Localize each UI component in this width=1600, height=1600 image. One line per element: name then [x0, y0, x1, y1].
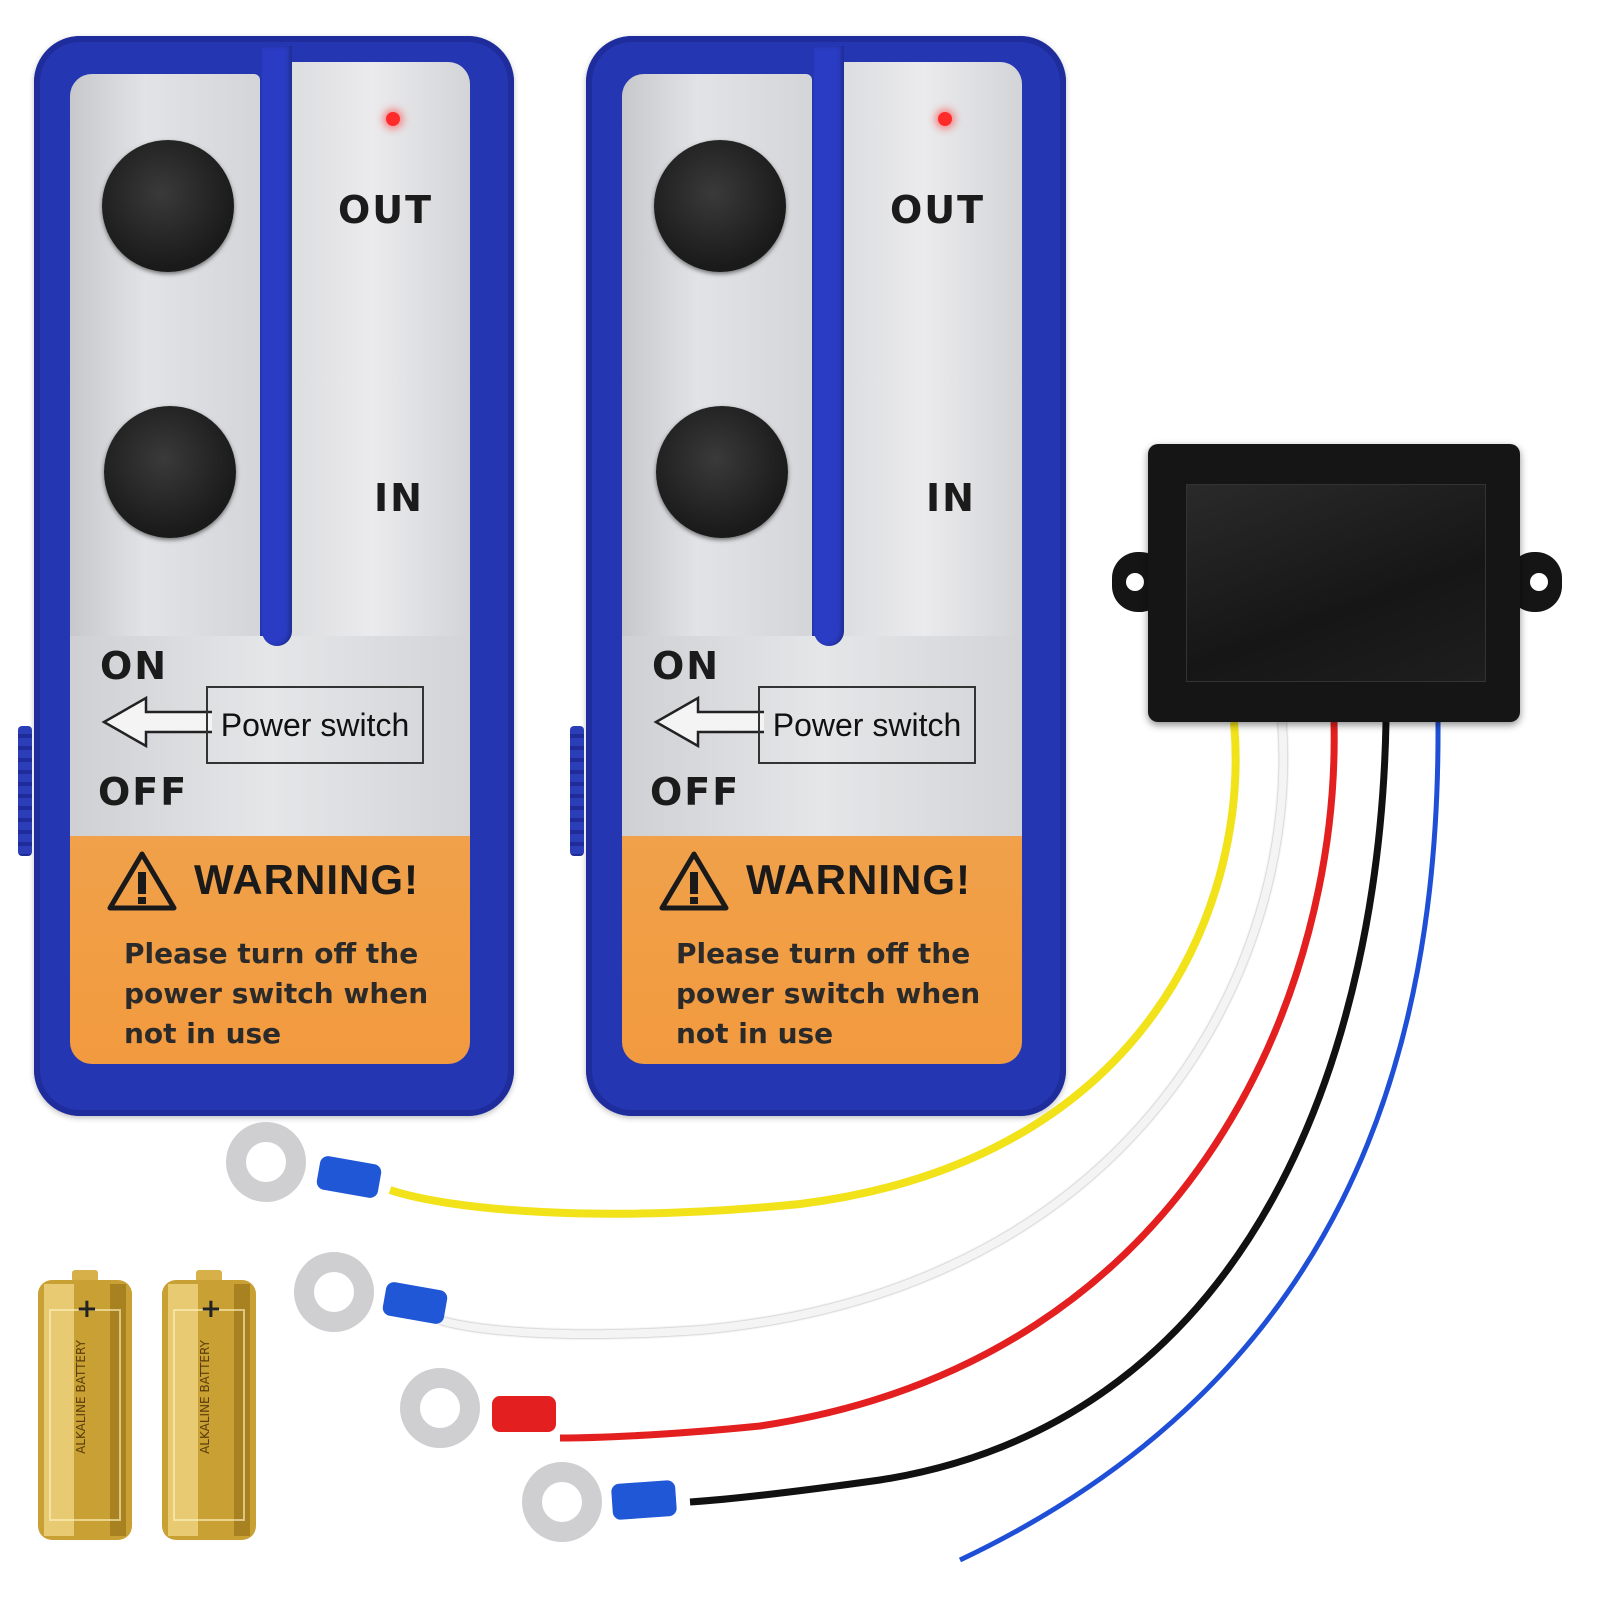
power-switch-label: Power switch: [206, 686, 424, 764]
off-label: OFF: [650, 770, 741, 814]
yellow-wire: [388, 721, 1240, 1218]
battery-1: + ALKALINE BATTERY: [36, 1270, 134, 1542]
ring-terminal: [294, 1252, 374, 1332]
battery-icon: [38, 1270, 132, 1540]
mounting-hole: [1126, 573, 1144, 591]
warning-text: Please turn off the power switch when no…: [676, 937, 981, 1050]
divider-slot: [262, 46, 292, 646]
battery-plus: +: [200, 1294, 222, 1324]
on-label: ON: [652, 644, 721, 688]
blue-wire: [958, 721, 1441, 1563]
battery-2: + ALKALINE BATTERY: [160, 1270, 258, 1542]
out-label: OUT: [338, 188, 434, 232]
receiver-lid: [1186, 484, 1486, 682]
warning-label: [70, 836, 470, 1064]
terminal-sleeve: [316, 1156, 382, 1198]
off-label: OFF: [98, 770, 189, 814]
power-switch-label: Power switch: [758, 686, 976, 764]
in-button[interactable]: [104, 406, 236, 538]
battery-brand: ALKALINE BATTERY: [74, 1340, 88, 1454]
terminal-sleeve: [611, 1480, 677, 1520]
warning-title: WARNING!: [194, 856, 419, 903]
battery-brand: ALKALINE BATTERY: [198, 1340, 212, 1454]
warning-text: Please turn off the power switch when no…: [124, 937, 429, 1050]
remote-control-1: OUT IN ON OFF Power switch WARNING! Plea…: [18, 36, 514, 1116]
remote-control-2: OUT IN ON OFF Power switch WARNING! Plea…: [570, 36, 1066, 1116]
white-wire: [438, 721, 1288, 1339]
arrow-left-icon: [653, 695, 764, 749]
out-button[interactable]: [102, 140, 234, 272]
out-label: OUT: [890, 188, 986, 232]
battery-plus: +: [76, 1294, 98, 1324]
red-wire: [559, 721, 1338, 1442]
warning-triangle-icon: [659, 851, 729, 911]
side-grip: [570, 726, 584, 856]
black-wire: [689, 721, 1390, 1506]
in-label: IN: [926, 476, 976, 520]
ring-terminal: [522, 1462, 602, 1542]
in-label: IN: [374, 476, 424, 520]
divider-slot: [814, 46, 844, 646]
receiver-box: [1148, 444, 1520, 722]
terminal-sleeve: [382, 1282, 448, 1324]
on-label: ON: [100, 644, 169, 688]
warning-label: [622, 836, 1022, 1064]
mounting-hole: [1530, 573, 1548, 591]
battery-icon: [162, 1270, 256, 1540]
warning-title: WARNING!: [746, 856, 971, 903]
in-button[interactable]: [656, 406, 788, 538]
ring-terminal: [400, 1368, 480, 1448]
side-grip: [18, 726, 32, 856]
arrow-left-icon: [101, 695, 212, 749]
warning-triangle-icon: [107, 851, 177, 911]
ring-terminal: [226, 1122, 306, 1202]
status-led: [938, 112, 952, 126]
terminal-sleeve: [492, 1396, 556, 1432]
out-button[interactable]: [654, 140, 786, 272]
status-led: [386, 112, 400, 126]
